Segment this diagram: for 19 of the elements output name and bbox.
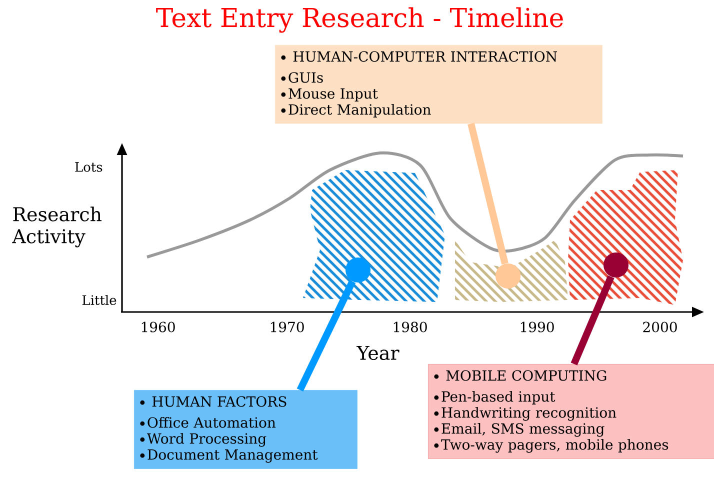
callout-box: MOBILE COMPUTING Pen-based input Handwriting recognition Email, SMS messaging Two-way pagers, mobile phones [428,364,714,459]
dot-marker [346,258,370,282]
tick-label: 2000 [643,322,677,332]
axis-label: Little [82,294,116,306]
tick-label: 1960 [142,322,175,332]
leader-line [468,122,508,264]
leader-line [296,280,356,392]
axis-title: Research Activity [12,206,102,248]
tick-label: 1990 [520,322,554,332]
tick-label: 1980 [394,322,427,332]
tick-label: 1970 [270,322,304,332]
title: Text Entry Research - Timeline [156,7,563,33]
axis-label: Lots [75,162,102,172]
axis-title: Year [356,346,400,360]
callout-box: HUMAN FACTORS Office Automation Word Processing Document Management [134,390,358,469]
dot-marker [604,252,628,278]
dot-marker [496,264,520,288]
callout-box: HUMAN-COMPUTER INTERACTION GUIs Mouse Input Direct Manipulation [275,45,602,124]
leader-line [570,275,614,366]
